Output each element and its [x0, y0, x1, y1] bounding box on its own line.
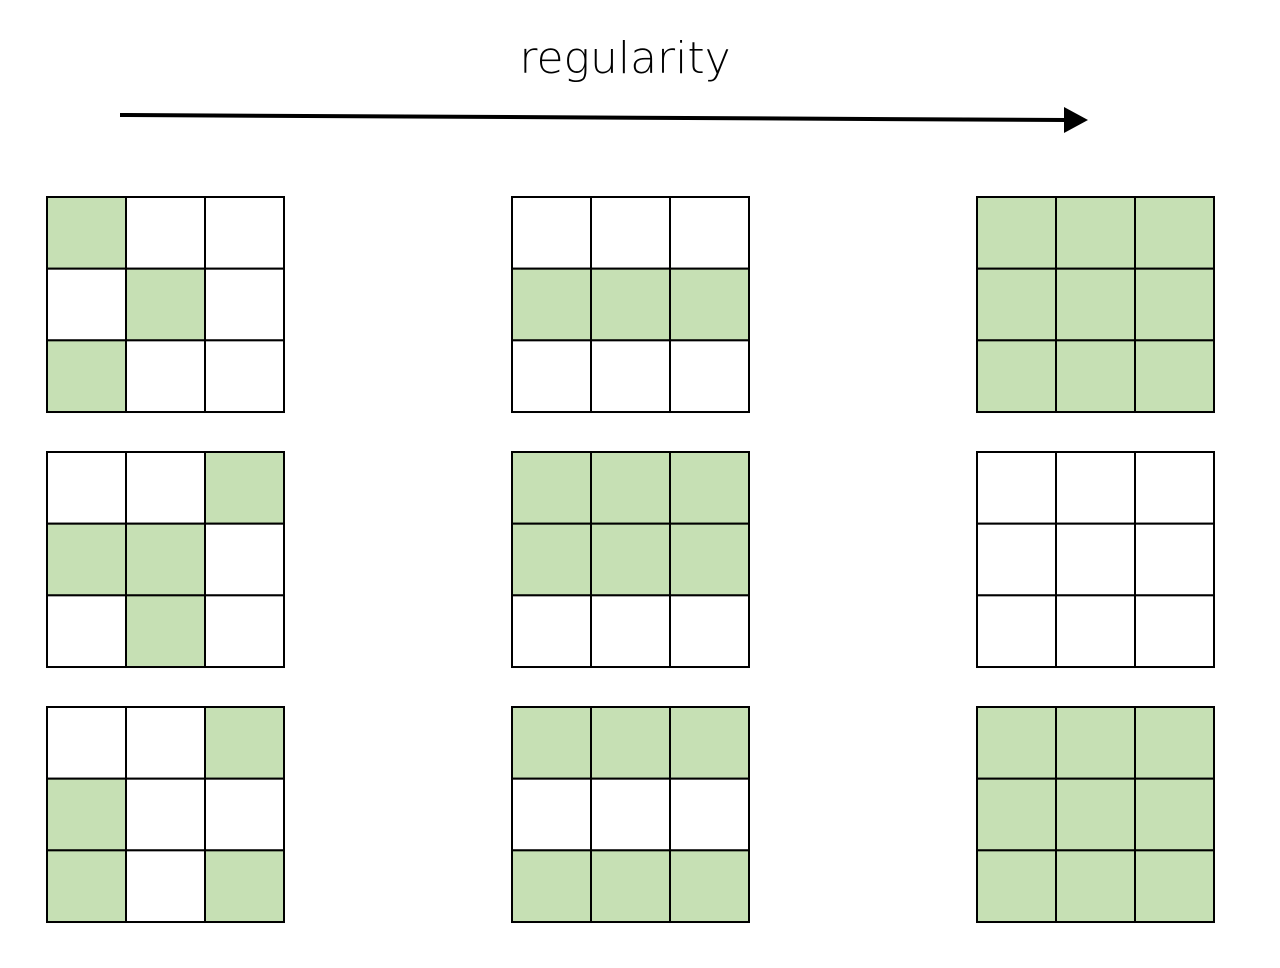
empty-cell: [1055, 451, 1136, 525]
empty-cell: [669, 196, 750, 270]
filled-cell: [1055, 706, 1136, 780]
grid-col2-row2: [511, 451, 750, 669]
filled-cell: [1134, 777, 1215, 852]
filled-cell: [204, 451, 285, 525]
filled-cell: [125, 267, 206, 342]
filled-cell: [511, 451, 592, 525]
filled-cell: [590, 451, 671, 525]
filled-cell: [125, 522, 206, 597]
empty-cell: [511, 777, 592, 852]
empty-cell: [976, 522, 1057, 597]
filled-cell: [1055, 196, 1136, 270]
filled-cell: [46, 339, 127, 414]
filled-cell: [204, 706, 285, 780]
arrow-head: [1064, 107, 1088, 133]
filled-cell: [46, 849, 127, 924]
filled-cell: [1055, 849, 1136, 924]
filled-cell: [511, 522, 592, 597]
empty-cell: [669, 339, 750, 414]
grid-col3-row2: [976, 451, 1215, 669]
empty-cell: [46, 594, 127, 669]
empty-cell: [125, 196, 206, 270]
filled-cell: [1055, 267, 1136, 342]
empty-cell: [511, 594, 592, 669]
filled-cell: [1134, 339, 1215, 414]
filled-cell: [1134, 849, 1215, 924]
filled-cell: [976, 777, 1057, 852]
filled-cell: [1134, 267, 1215, 342]
empty-cell: [590, 196, 671, 270]
empty-cell: [46, 706, 127, 780]
filled-cell: [46, 196, 127, 270]
regularity-arrow: [119, 107, 1088, 133]
empty-cell: [590, 777, 671, 852]
empty-cell: [1055, 522, 1136, 597]
grid-col2-row3: [511, 706, 750, 924]
grid-col3-row3: [976, 706, 1215, 924]
filled-cell: [46, 777, 127, 852]
empty-cell: [590, 339, 671, 414]
filled-cell: [125, 594, 206, 669]
filled-cell: [669, 849, 750, 924]
empty-cell: [204, 196, 285, 270]
filled-cell: [511, 849, 592, 924]
filled-cell: [590, 849, 671, 924]
empty-cell: [204, 267, 285, 342]
empty-cell: [1134, 451, 1215, 525]
filled-cell: [976, 196, 1057, 270]
grid-col1-row3: [46, 706, 285, 924]
empty-cell: [204, 594, 285, 669]
filled-cell: [511, 267, 592, 342]
filled-cell: [669, 522, 750, 597]
empty-cell: [1134, 522, 1215, 597]
empty-cell: [976, 451, 1057, 525]
empty-cell: [511, 196, 592, 270]
filled-cell: [976, 267, 1057, 342]
empty-cell: [204, 522, 285, 597]
empty-cell: [125, 451, 206, 525]
empty-cell: [125, 706, 206, 780]
empty-cell: [46, 267, 127, 342]
filled-cell: [511, 706, 592, 780]
empty-cell: [46, 451, 127, 525]
filled-cell: [976, 706, 1057, 780]
filled-cell: [590, 706, 671, 780]
filled-cell: [1134, 706, 1215, 780]
empty-cell: [511, 339, 592, 414]
filled-cell: [669, 267, 750, 342]
filled-cell: [976, 339, 1057, 414]
empty-cell: [125, 849, 206, 924]
empty-cell: [125, 777, 206, 852]
empty-cell: [204, 777, 285, 852]
grid-col2-row1: [511, 196, 750, 414]
empty-cell: [590, 594, 671, 669]
grids-layer: [46, 196, 1215, 924]
arrow-shaft: [119, 113, 1067, 122]
grid-col1-row1: [46, 196, 285, 414]
grid-col3-row1: [976, 196, 1215, 414]
empty-cell: [125, 339, 206, 414]
filled-cell: [669, 451, 750, 525]
filled-cell: [590, 267, 671, 342]
grid-col1-row2: [46, 451, 285, 669]
empty-cell: [1055, 594, 1136, 669]
regularity-label: regularity: [519, 33, 730, 84]
filled-cell: [590, 522, 671, 597]
empty-cell: [1134, 594, 1215, 669]
filled-cell: [669, 706, 750, 780]
filled-cell: [1055, 777, 1136, 852]
filled-cell: [1055, 339, 1136, 414]
empty-cell: [204, 339, 285, 414]
empty-cell: [669, 594, 750, 669]
filled-cell: [976, 849, 1057, 924]
empty-cell: [976, 594, 1057, 669]
filled-cell: [1134, 196, 1215, 270]
empty-cell: [669, 777, 750, 852]
filled-cell: [46, 522, 127, 597]
filled-cell: [204, 849, 285, 924]
